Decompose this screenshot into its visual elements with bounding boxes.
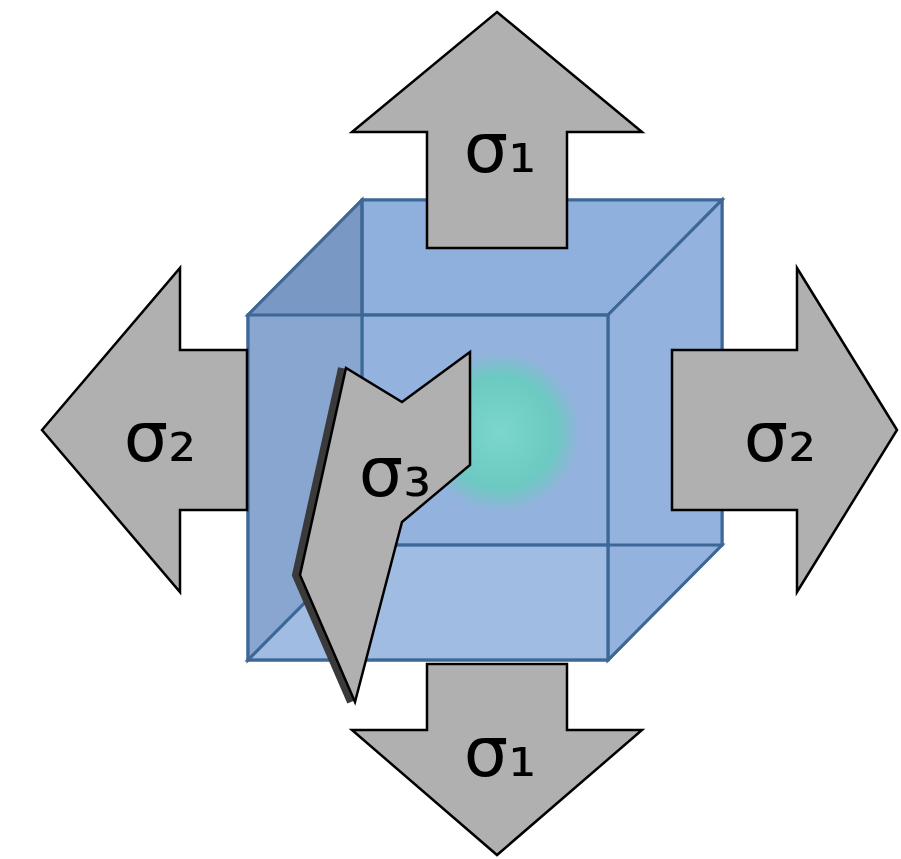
stress-label: σ₁ <box>464 717 536 787</box>
stress-arrow: σ₂ <box>40 265 250 595</box>
stress-label: σ₃ <box>359 437 431 507</box>
stress-arrow: σ₃ <box>295 350 475 705</box>
stress-label: σ₂ <box>124 402 196 472</box>
stress-arrow: σ₂ <box>670 265 900 595</box>
stress-label: σ₂ <box>744 402 816 472</box>
stress-label: σ₁ <box>464 113 536 183</box>
stress-arrow: σ₁ <box>350 662 645 857</box>
arrow-shape <box>295 350 475 705</box>
stress-arrow: σ₁ <box>350 10 645 250</box>
